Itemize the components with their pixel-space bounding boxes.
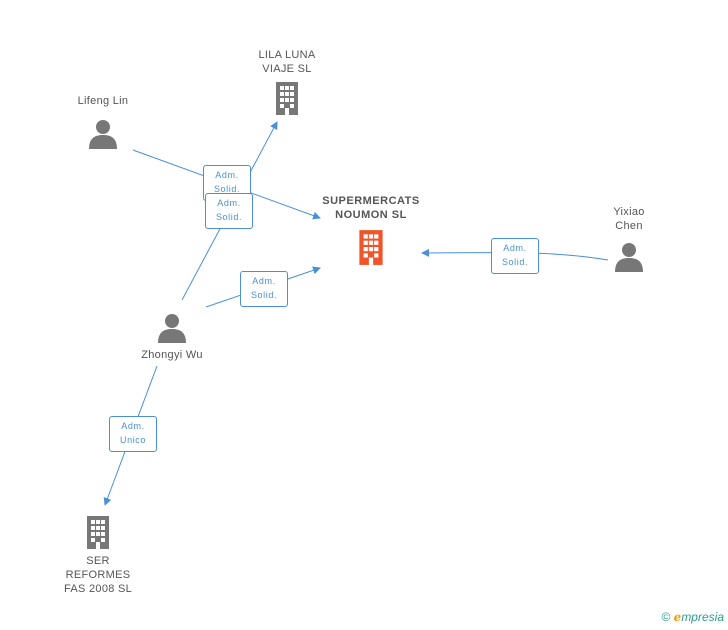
brand-logo: © ℯmpresia: [661, 610, 724, 624]
relation-label-yixiao-supermercats[interactable]: Adm. Solid.: [491, 238, 539, 274]
building-icon: [87, 516, 109, 549]
person-icon: [89, 120, 117, 149]
node-lifeng-lin[interactable]: Lifeng Lin: [53, 94, 153, 150]
brand-name: mpresia: [681, 610, 724, 624]
relation-label-zhongyi-supermercats[interactable]: Adm. Solid.: [240, 271, 288, 307]
node-ser-reformes[interactable]: SER REFORMES FAS 2008 SL: [52, 514, 144, 596]
node-label: LILA LUNA VIAJE SL: [258, 49, 316, 75]
node-label: Yixiao Chen: [613, 206, 645, 232]
building-icon: [276, 82, 298, 115]
node-lila-luna[interactable]: LILA LUNA VIAJE SL: [237, 48, 337, 116]
relation-label-zhongyi-lila[interactable]: Adm. Solid.: [205, 193, 253, 229]
node-zhongyi-wu[interactable]: Zhongyi Wu: [122, 312, 222, 362]
brand-e: ℯ: [673, 610, 682, 624]
building-icon: [359, 230, 383, 265]
node-yixiao-chen[interactable]: Yixiao Chen: [594, 205, 664, 273]
node-label: SER REFORMES FAS 2008 SL: [63, 555, 133, 595]
copyright-symbol: ©: [661, 610, 671, 624]
person-icon: [158, 314, 186, 343]
node-label: Lifeng Lin: [77, 95, 129, 107]
node-label: Zhongyi Wu: [141, 349, 203, 361]
node-supermercats-noumon[interactable]: SUPERMERCATS NOUMON SL: [306, 194, 436, 266]
person-icon: [615, 243, 643, 272]
node-label: SUPERMERCATS NOUMON SL: [322, 195, 420, 221]
relation-label-zhongyi-ser[interactable]: Adm. Unico: [109, 416, 157, 452]
